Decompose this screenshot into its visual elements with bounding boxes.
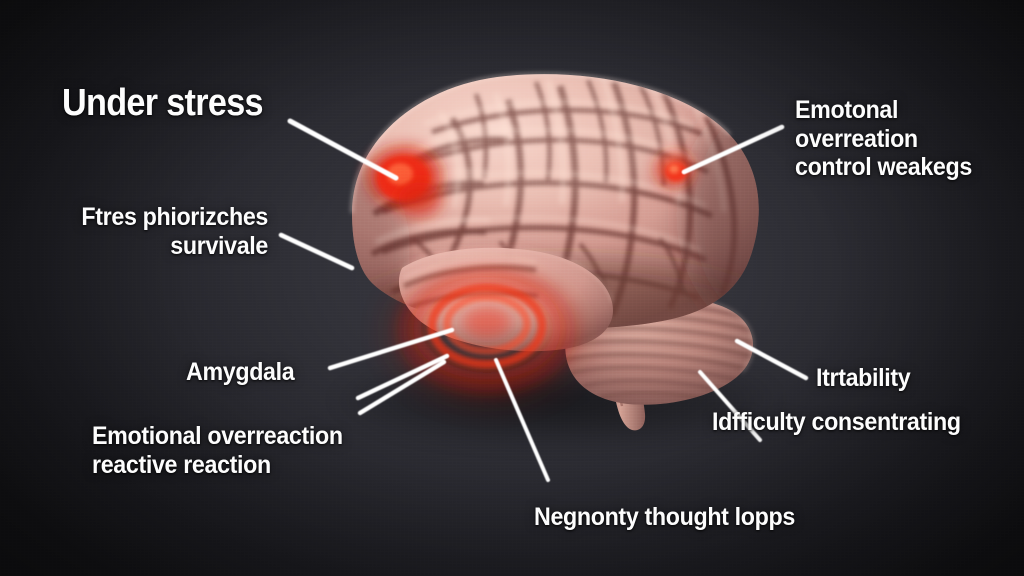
- label-under-stress: Under stress: [62, 82, 264, 124]
- label-fight-or-flight: Ftres phiorizches survivale: [81, 203, 268, 260]
- label-emotional-control: Emotonal overreation control weakegs: [795, 96, 972, 181]
- label-difficulty-concentrating: Idfficulty consentrating: [712, 408, 961, 436]
- label-amygdala: Amygdala: [186, 358, 295, 386]
- label-emotional-overreaction: Emotional overreaction reactive reaction: [92, 422, 343, 479]
- label-negative-thought-loops: Negnonty thought lopps: [534, 503, 795, 531]
- label-irritability: Itrtability: [816, 364, 911, 392]
